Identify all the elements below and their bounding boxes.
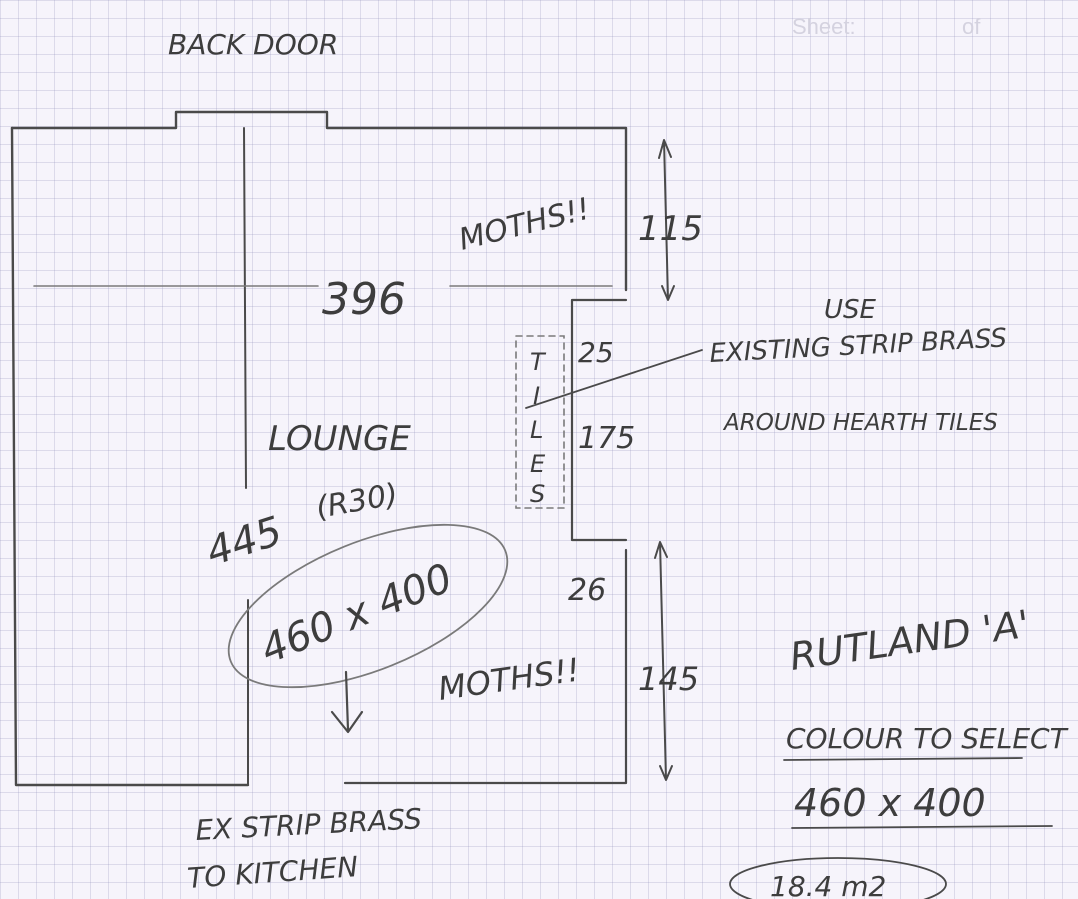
room-outline <box>10 110 628 292</box>
leader-line <box>525 349 703 409</box>
chimney-breast <box>570 298 628 542</box>
tiles-letter: L <box>530 416 543 444</box>
width-label: 396 <box>322 274 406 325</box>
lower-dimension-label: 145 <box>638 660 699 698</box>
final-size-label: 460 x 400 <box>794 781 986 825</box>
product-label: RUTLAND 'A' <box>787 602 1032 679</box>
top-right-dimension-label: 115 <box>638 209 703 249</box>
use-label: USE <box>824 295 877 325</box>
lower-right-dimension-arrow <box>654 541 673 781</box>
around-hearth-label: AROUND HEARTH TILES <box>722 410 998 436</box>
estimate-ellipse <box>227 523 509 689</box>
height-label: 445 <box>201 508 288 575</box>
back-door-label: BACK DOOR <box>168 28 338 61</box>
tiles-vertical-label: T I L E S <box>530 348 547 508</box>
sheet-label: Sheet: <box>792 14 856 39</box>
size-underline <box>791 825 1053 829</box>
lower-gap-label: 26 <box>568 573 606 608</box>
moths-top-label: MOTHS!! <box>455 192 593 258</box>
colour-underline <box>783 757 1023 761</box>
hearth-dimension-label: 175 <box>578 421 635 456</box>
tiles-letter: S <box>530 480 545 508</box>
estimate-label: 460 x 400 <box>255 555 459 673</box>
room-bottom-right-wall <box>343 548 628 785</box>
tiles-letter: I <box>533 382 540 410</box>
to-kitchen-label: TO KITCHEN <box>186 850 359 895</box>
top-right-dimension-arrow <box>658 139 675 301</box>
area-label: 18.4 m2 <box>770 870 886 899</box>
colour-label: COLOUR TO SELECT <box>786 722 1069 755</box>
area-ellipse <box>729 857 947 899</box>
ex-strip-label: EX STRIP BRASS <box>195 802 423 847</box>
hearth-dimension-top-label: 25 <box>578 336 614 369</box>
lounge-code-label: (R30) <box>313 477 400 526</box>
tiles-letter: E <box>530 450 546 478</box>
room-left-wall <box>10 126 250 787</box>
hearth-tiles-box <box>515 335 565 509</box>
interior-partition-line <box>243 127 249 786</box>
lounge-label: LOUNGE <box>268 419 411 459</box>
moths-bottom-label: MOTHS!! <box>436 650 582 707</box>
down-arrow <box>330 670 364 734</box>
existing-strip-label: EXISTING STRIP BRASS <box>709 323 1008 369</box>
sheet-of-label: of <box>962 14 981 39</box>
tiles-letter: T <box>530 348 547 376</box>
